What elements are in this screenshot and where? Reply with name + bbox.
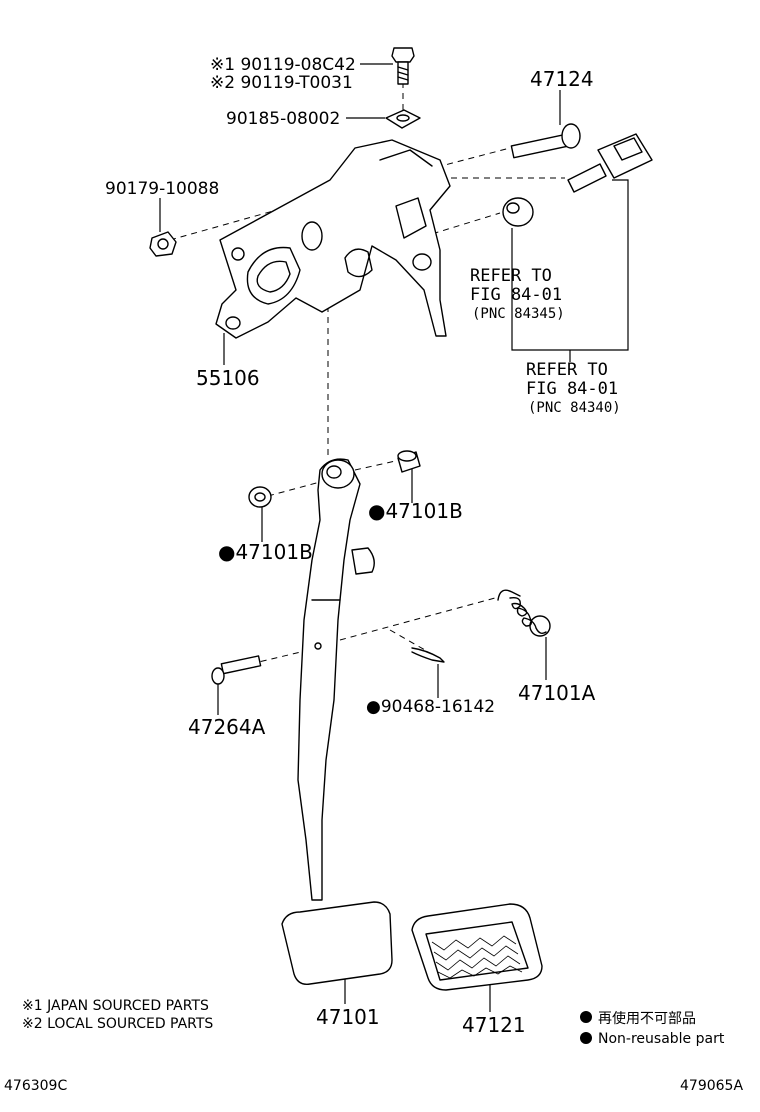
- bolt-90119-icon: [391, 47, 415, 85]
- ref2-line1: REFER TO: [526, 360, 608, 380]
- nut-90179-icon: [149, 231, 177, 257]
- label-47101b-left: ●47101B: [218, 540, 313, 564]
- ref1-line2: FIG 84-01: [470, 285, 562, 305]
- code-left: 476309C: [4, 1078, 67, 1094]
- label-90179-10088: 90179-10088: [105, 179, 219, 199]
- bushing-icon: [502, 197, 534, 227]
- pedal-pad-base-icon: [281, 901, 393, 985]
- ref2-line3: (PNC 84340): [528, 400, 621, 416]
- pin-47124-icon: [510, 123, 581, 159]
- bushing-47101b-left-icon: [248, 486, 272, 508]
- non-reusable-dot-icon: [580, 1011, 592, 1023]
- label-47101a: 47101A: [518, 681, 596, 705]
- ref2-line2: FIG 84-01: [526, 379, 618, 399]
- ref1-line1: REFER TO: [470, 266, 552, 286]
- code-right: 479065A: [680, 1078, 743, 1094]
- legend-en: Non-reusable part: [598, 1031, 725, 1047]
- ref1-line3: (PNC 84345): [472, 306, 565, 322]
- reference-84345: REFER TO FIG 84-01 (PNC 84345): [470, 266, 565, 322]
- label-47101: 47101: [316, 1005, 380, 1029]
- non-reusable-dot-icon-2: [580, 1032, 592, 1044]
- label-47121: 47121: [462, 1013, 526, 1037]
- label-90468-16142: ●90468-16142: [366, 697, 495, 717]
- note-japan-sourced: ※1 JAPAN SOURCED PARTS: [22, 998, 209, 1014]
- spring-47101a-icon: [497, 589, 551, 637]
- label-47124: 47124: [530, 67, 594, 91]
- legend-jp: 再使用不可部品: [598, 1010, 696, 1027]
- label-47264a: 47264A: [188, 715, 266, 739]
- stop-lamp-switch-icon: [567, 133, 653, 193]
- label-90119-t0031: ※2 90119-T0031: [210, 73, 353, 93]
- label-47101b-right: ●47101B: [368, 499, 463, 523]
- label-90119-08c42: ※1 90119-08C42: [210, 55, 356, 75]
- pedal-lever-47101-icon: [297, 458, 375, 901]
- bushing-47101b-right-icon: [397, 450, 421, 473]
- reference-84340: REFER TO FIG 84-01 (PNC 84340): [526, 360, 621, 416]
- clip-90468-icon: [411, 647, 445, 663]
- pad-cover-47121-icon: [411, 903, 543, 991]
- note-local-sourced: ※2 LOCAL SOURCED PARTS: [22, 1016, 213, 1032]
- label-55106: 55106: [196, 366, 260, 390]
- pin-47264a-icon: [211, 655, 262, 685]
- label-90185-08002: 90185-08002: [226, 109, 340, 129]
- bracket-55106-icon: [215, 139, 451, 339]
- nut-90185-icon: [385, 109, 421, 129]
- legend: 再使用不可部品 Non-reusable part: [580, 1010, 725, 1047]
